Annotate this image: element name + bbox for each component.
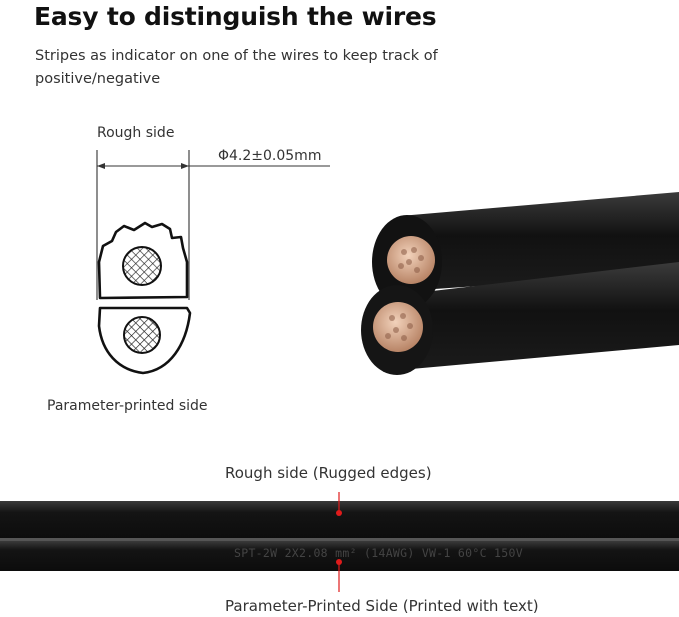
dimension-lines: [96, 150, 330, 300]
cable-body-top: [400, 192, 679, 290]
pointer-dot-top: [336, 510, 342, 516]
strip-divider: [0, 538, 679, 541]
page-title: Easy to distinguish the wires: [34, 2, 437, 31]
conductor-top: [122, 246, 162, 286]
cable-body-bottom: [390, 262, 679, 370]
rough-edge-caption: Rough side (Rugged edges): [225, 464, 432, 482]
copper-core-bottom: [373, 302, 423, 352]
cable-printed-text: SPT-2W 2X2.08 mm² (14AWG) VW-1 60°C 150V: [234, 546, 523, 560]
pointer-dot-bottom: [336, 559, 342, 565]
printed-side-caption: Parameter-Printed Side (Printed with tex…: [225, 597, 539, 615]
rough-side-label: Rough side: [97, 125, 175, 141]
diameter-label: Φ4.2±0.05mm: [218, 148, 322, 164]
description-text: Stripes as indicator on one of the wires…: [35, 48, 438, 87]
conductor-bottom: [123, 316, 161, 354]
arrow-right-icon: [181, 163, 189, 169]
arrow-left-icon: [97, 163, 105, 169]
printed-side-label: Parameter-printed side: [47, 398, 208, 414]
